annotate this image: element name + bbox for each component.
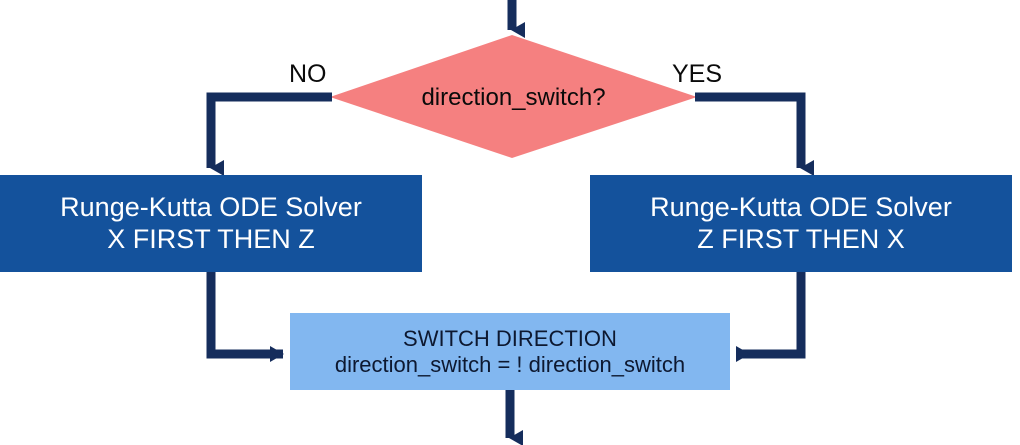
process-node-line-1: SWITCH DIRECTION <box>403 325 617 351</box>
decision-diamond <box>330 35 697 158</box>
decision-label: direction_switch? <box>421 84 606 111</box>
process-node-solver-z-first: Runge-Kutta ODE Solver Z FIRST THEN X <box>590 175 1012 272</box>
process-node-line-1: Runge-Kutta ODE Solver <box>60 191 362 222</box>
no-branch-connector <box>206 92 332 176</box>
process-node-line-1: Runge-Kutta ODE Solver <box>650 191 952 222</box>
branch-label-yes: YES <box>672 60 723 88</box>
process-node-line-2: direction_switch = ! direction_switch <box>334 351 686 377</box>
right-to-switch-connector <box>736 272 806 362</box>
process-node-switch-direction: SWITCH DIRECTION direction_switch = ! di… <box>290 313 730 390</box>
yes-branch-connector <box>695 92 814 176</box>
branch-label-no: NO <box>289 60 327 88</box>
process-node-line-2: Z FIRST THEN X <box>697 223 905 254</box>
left-to-switch-connector <box>206 272 284 362</box>
process-node-solver-x-first: Runge-Kutta ODE Solver X FIRST THEN Z <box>0 175 422 272</box>
process-node-line-2: X FIRST THEN Z <box>107 223 315 254</box>
